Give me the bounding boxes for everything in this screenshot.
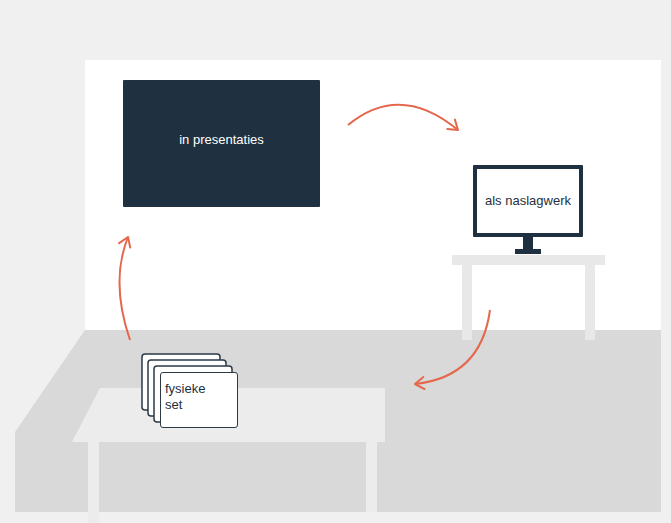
arrow-line	[415, 310, 490, 384]
arrow-head	[119, 237, 130, 248]
card-front: fysieke set	[160, 372, 238, 428]
node-label: in presentaties	[179, 132, 264, 148]
table-leg	[462, 265, 472, 340]
arrow-head	[447, 120, 458, 130]
table-top	[452, 255, 605, 265]
arrow-head	[415, 377, 425, 389]
monitor-base	[515, 249, 541, 254]
curved-arrow	[119, 237, 130, 340]
node-label: fysieke set	[165, 381, 217, 412]
arrow-line	[119, 237, 130, 340]
node-label: als naslagwerk	[485, 193, 571, 209]
monitor-screen: als naslagwerk	[473, 165, 583, 237]
curved-arrow	[415, 310, 490, 389]
table-leg	[366, 442, 377, 512]
presentation-screen: in presentaties	[123, 80, 320, 207]
wall	[85, 60, 661, 332]
floor	[15, 330, 661, 512]
monitor-neck	[523, 237, 533, 250]
table-leg	[88, 442, 99, 523]
table-leg	[585, 265, 595, 340]
arrow-line	[348, 105, 458, 130]
curved-arrow	[348, 105, 458, 130]
